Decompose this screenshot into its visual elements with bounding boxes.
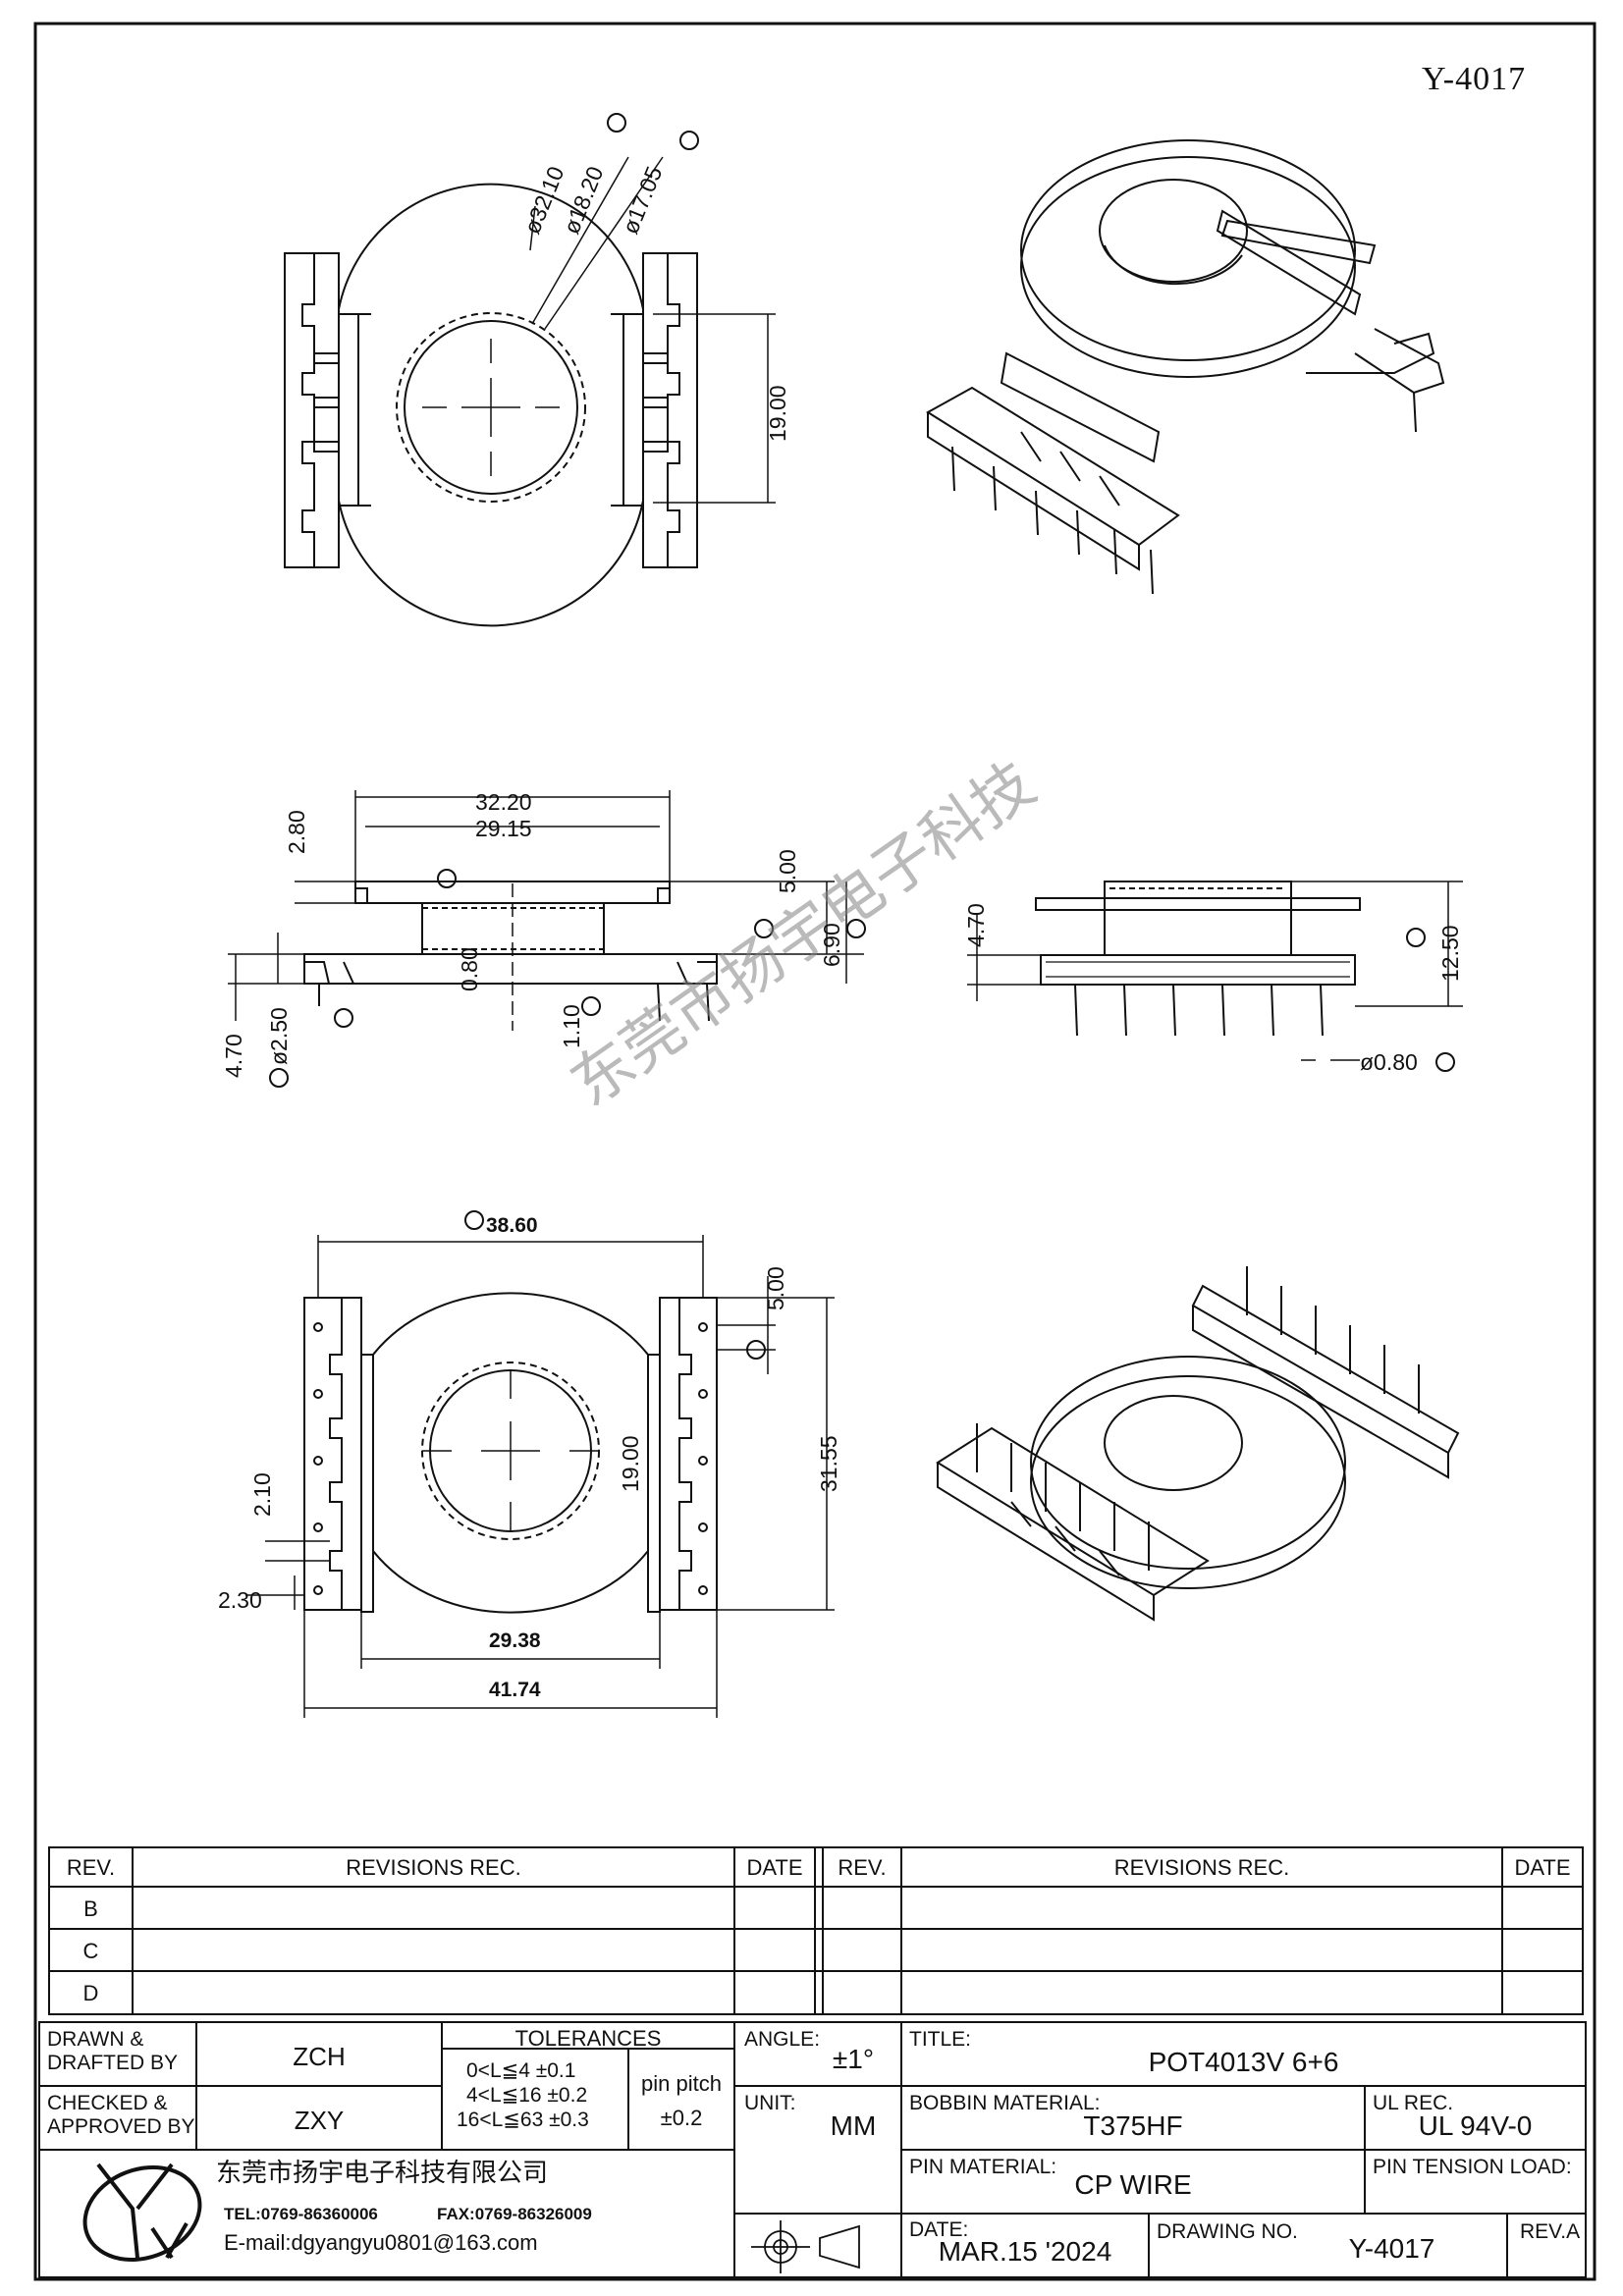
dim-19: 19.00	[765, 385, 790, 442]
dim-29-15: 29.15	[475, 816, 532, 841]
pin-pitch-label: pin pitch	[641, 2071, 722, 2096]
dim-6-90: 6.90	[819, 923, 844, 967]
ul-rec-value: UL 94V-0	[1418, 2110, 1533, 2141]
bottom-view	[245, 1210, 835, 1718]
dim-29-38: 29.38	[489, 1629, 541, 1652]
bobbin-material-label: BOBBIN MATERIAL:	[909, 2092, 1101, 2114]
company-tel: TEL:0769-86360006	[224, 2205, 378, 2223]
drawing-number-top: Y-4017	[1422, 61, 1527, 97]
checked-value: ZXY	[294, 2106, 345, 2135]
side-dim-12-50: 12.50	[1437, 925, 1463, 982]
company-fax: FAX:0769-86326009	[437, 2205, 592, 2223]
unit-value: MM	[830, 2110, 877, 2141]
pin-material-value: CP WIRE	[1074, 2169, 1192, 2200]
company-email: E-mail:dgyangyu0801@163.com	[224, 2230, 538, 2255]
dim-d2-50: ø2.50	[266, 1007, 292, 1065]
tolerances-label: TOLERANCES	[514, 2026, 662, 2051]
side-dim-pin: ø0.80	[1360, 1049, 1418, 1075]
tol-3: 16<L≦63 ±0.3	[457, 2109, 589, 2131]
drawn-label: DRAWN & DRAFTED BY	[47, 2028, 179, 2075]
dim-4-70: 4.70	[221, 1034, 246, 1078]
unit-label: UNIT:	[744, 2092, 796, 2114]
side-dim-4-70: 4.70	[963, 903, 989, 947]
title-block-lines	[38, 2021, 1587, 2278]
revision-table	[48, 1846, 1584, 2015]
rev-header-left: REV.	[66, 1855, 116, 1880]
ul-rec-label: UL REC.	[1373, 2092, 1454, 2114]
date-value: MAR.15 '2024	[938, 2236, 1112, 2267]
angle-value: ±1°	[832, 2044, 875, 2074]
pin-material-label: PIN MATERIAL:	[909, 2156, 1057, 2178]
front-view	[228, 790, 866, 1088]
pin-tension-label: PIN TENSION LOAD:	[1373, 2156, 1572, 2178]
bottom-dim-2-10: 2.10	[249, 1472, 275, 1517]
company-logo	[82, 2163, 202, 2263]
bottom-dim-31-55: 31.55	[816, 1435, 841, 1492]
date-header-left: DATE	[746, 1855, 803, 1880]
drawing-no-label: DRAWING NO.	[1157, 2220, 1298, 2243]
pin-pitch-value: ±0.2	[660, 2106, 703, 2130]
company-name: 东莞市扬宇电子科技有限公司	[216, 2159, 549, 2188]
drawn-value: ZCH	[293, 2042, 346, 2071]
dim-0-80: 0.80	[457, 947, 482, 991]
sheet-border	[33, 22, 1596, 2281]
title-label: TITLE:	[909, 2028, 972, 2051]
dim-d17: ø17.05	[618, 163, 668, 238]
date-header-right: DATE	[1514, 1855, 1571, 1880]
dim-5-00: 5.00	[775, 849, 800, 893]
dim-38-60: 38.60	[486, 1214, 538, 1237]
bottom-dim-19-00: 19.00	[618, 1435, 643, 1492]
dim-2-80: 2.80	[284, 810, 309, 854]
dim-41-74: 41.74	[489, 1679, 541, 1701]
iso-view-top	[926, 139, 1445, 595]
drawing-no-value: Y-4017	[1348, 2233, 1435, 2264]
revisions-header-left: REVISIONS REC.	[346, 1855, 521, 1880]
side-view	[967, 881, 1463, 1072]
bottom-dim-5-00: 5.00	[763, 1266, 788, 1310]
rev-row-d: D	[82, 1981, 99, 2005]
tol-1: 0<L≦4 ±0.1	[466, 2059, 576, 2082]
dim-1-10: 1.10	[559, 1004, 584, 1048]
rev-label: REV.A	[1520, 2220, 1581, 2243]
revisions-header-right: REVISIONS REC.	[1113, 1855, 1290, 1880]
top-view	[284, 113, 776, 627]
dim-32-20: 32.20	[475, 789, 532, 815]
rev-header-right: REV.	[838, 1855, 887, 1880]
bobbin-material-value: T375HF	[1083, 2110, 1183, 2141]
angle-label: ANGLE:	[744, 2028, 821, 2051]
projection-symbol	[751, 2220, 860, 2273]
rev-row-b: B	[83, 1896, 98, 1921]
bottom-dim-2-30: 2.30	[218, 1587, 262, 1613]
tol-2: 4<L≦16 ±0.2	[466, 2084, 588, 2107]
checked-label: CHECKED & APPROVED BY	[47, 2092, 195, 2139]
date-label: DATE:	[909, 2218, 969, 2241]
rev-row-c: C	[82, 1939, 99, 1963]
iso-view-bottom	[936, 1266, 1460, 1622]
title-value: POT4013V 6+6	[1148, 2047, 1339, 2077]
